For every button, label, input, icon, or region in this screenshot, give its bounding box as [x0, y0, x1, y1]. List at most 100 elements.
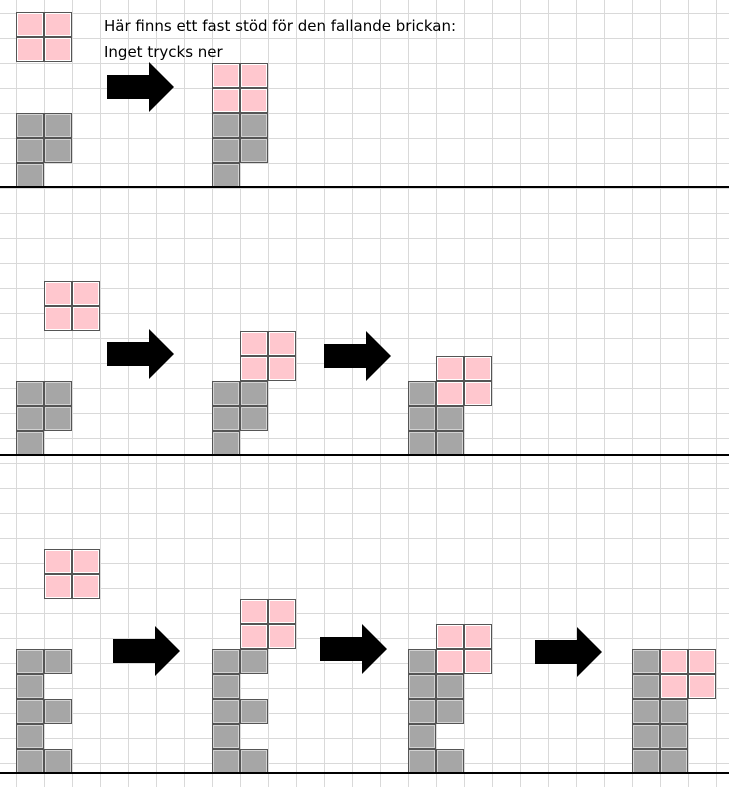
falling-block: [240, 356, 268, 381]
falling-block: [464, 624, 492, 649]
fixed-stack: [240, 406, 268, 431]
fixed-stack: [240, 749, 268, 774]
fixed-stack: [240, 138, 268, 163]
fixed-stack: [632, 649, 660, 674]
falling-block: [240, 88, 268, 113]
fixed-stack: [436, 674, 464, 699]
falling-block: [72, 549, 100, 574]
fixed-stack: [632, 749, 660, 774]
falling-block: [240, 63, 268, 88]
fixed-stack: [408, 724, 436, 749]
caption-fixed-support: Här finns ett fast stöd för den fallande…: [104, 17, 457, 35]
fixed-stack: [408, 649, 436, 674]
falling-block: [464, 356, 492, 381]
fixed-stack: [408, 699, 436, 724]
fixed-stack: [436, 406, 464, 431]
fixed-stack: [240, 649, 268, 674]
falling-block: [268, 624, 296, 649]
falling-block: [464, 649, 492, 674]
fixed-stack: [16, 674, 44, 699]
falling-block: [688, 649, 716, 674]
fixed-stack: [16, 113, 44, 138]
floor-line: [0, 772, 729, 774]
falling-block: [44, 37, 72, 62]
fixed-stack: [212, 431, 240, 456]
falling-block: [44, 574, 72, 599]
fixed-stack: [44, 138, 72, 163]
fixed-stack: [632, 674, 660, 699]
right-arrow-icon: [113, 626, 180, 676]
fixed-stack: [16, 431, 44, 456]
fixed-stack: [16, 163, 44, 188]
fixed-stack: [16, 649, 44, 674]
falling-block: [16, 12, 44, 37]
floor-line: [0, 454, 729, 456]
falling-block: [212, 88, 240, 113]
fixed-stack: [212, 138, 240, 163]
fixed-stack: [16, 699, 44, 724]
falling-block: [268, 331, 296, 356]
fixed-stack: [44, 113, 72, 138]
falling-block: [660, 674, 688, 699]
falling-block: [268, 599, 296, 624]
falling-block: [44, 12, 72, 37]
fixed-stack: [660, 699, 688, 724]
fixed-stack: [632, 699, 660, 724]
right-arrow-icon: [324, 331, 391, 381]
right-arrow-icon: [107, 329, 174, 379]
fixed-stack: [44, 649, 72, 674]
fixed-stack: [212, 649, 240, 674]
falling-block: [660, 649, 688, 674]
fixed-stack: [212, 749, 240, 774]
floor-line: [0, 186, 729, 188]
falling-block: [268, 356, 296, 381]
fixed-stack: [240, 113, 268, 138]
fixed-stack: [44, 699, 72, 724]
fixed-stack: [408, 406, 436, 431]
fixed-stack: [240, 699, 268, 724]
falling-block: [44, 281, 72, 306]
falling-block: [212, 63, 240, 88]
fixed-stack: [44, 381, 72, 406]
fixed-stack: [212, 699, 240, 724]
fixed-stack: [408, 431, 436, 456]
fixed-stack: [212, 163, 240, 188]
fixed-stack: [16, 724, 44, 749]
falling-block: [72, 306, 100, 331]
fixed-stack: [408, 381, 436, 406]
falling-block: [16, 37, 44, 62]
falling-block: [240, 624, 268, 649]
falling-block: [436, 381, 464, 406]
falling-block: [44, 549, 72, 574]
fixed-stack: [212, 674, 240, 699]
fixed-stack: [44, 406, 72, 431]
fixed-stack: [240, 381, 268, 406]
fixed-stack: [16, 406, 44, 431]
falling-block: [436, 624, 464, 649]
fixed-stack: [660, 724, 688, 749]
fixed-stack: [436, 699, 464, 724]
falling-block: [240, 331, 268, 356]
right-arrow-icon: [320, 624, 387, 674]
fixed-stack: [436, 431, 464, 456]
falling-block: [688, 674, 716, 699]
falling-block: [240, 599, 268, 624]
fixed-stack: [44, 749, 72, 774]
falling-block: [72, 281, 100, 306]
fixed-stack: [16, 749, 44, 774]
fixed-stack: [212, 381, 240, 406]
fixed-stack: [632, 724, 660, 749]
fixed-stack: [660, 749, 688, 774]
falling-block: [44, 306, 72, 331]
right-arrow-icon: [535, 627, 602, 677]
fixed-stack: [16, 381, 44, 406]
fixed-stack: [436, 749, 464, 774]
fixed-stack: [212, 724, 240, 749]
fixed-stack: [408, 674, 436, 699]
fixed-stack: [408, 749, 436, 774]
right-arrow-icon: [107, 62, 174, 112]
falling-block: [436, 356, 464, 381]
falling-block: [464, 381, 492, 406]
fixed-stack: [16, 138, 44, 163]
